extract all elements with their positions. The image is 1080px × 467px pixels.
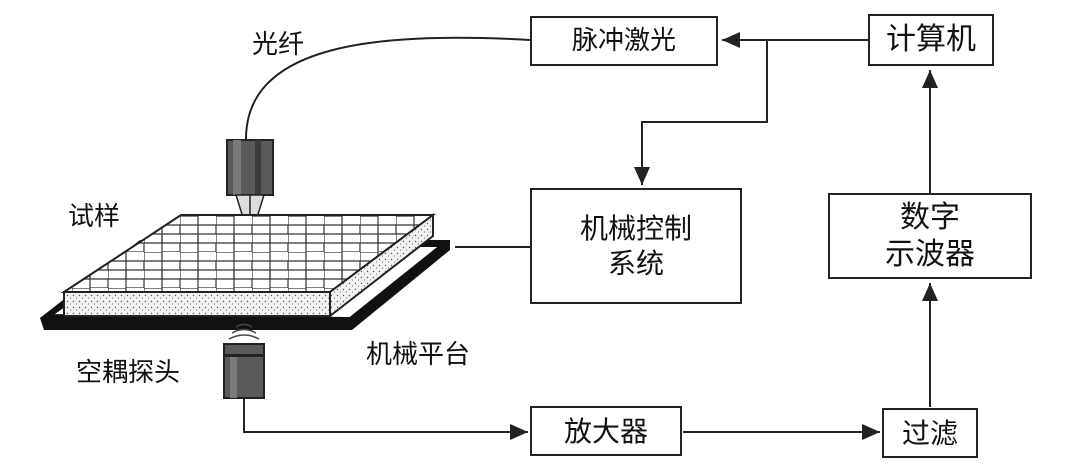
pulse-laser-box: 脉冲激光 bbox=[530, 16, 718, 66]
mech-control-line1: 机械控制 bbox=[579, 212, 692, 245]
arrow-to-mech-control bbox=[634, 40, 768, 185]
fiber-label: 光纤 bbox=[252, 30, 305, 60]
amplifier-box: 放大器 bbox=[530, 406, 682, 456]
oscilloscope-line1: 数字 bbox=[900, 199, 960, 235]
optical-fiber bbox=[244, 36, 531, 141]
filter-label: 过滤 bbox=[901, 416, 958, 450]
mech-control-line2: 系统 bbox=[607, 247, 664, 280]
filter-box: 过滤 bbox=[882, 408, 978, 458]
mechanical-control-system-box: 机械控制 系统 bbox=[530, 188, 742, 304]
amplifier-label: 放大器 bbox=[563, 414, 648, 448]
pulse-laser-label: 脉冲激光 bbox=[571, 25, 676, 56]
computer-label: 计算机 bbox=[886, 22, 976, 58]
arrow-probe-to-amplifier bbox=[243, 398, 528, 440]
sample-label: 试样 bbox=[68, 202, 121, 232]
mechanical-platform-label: 机械平台 bbox=[366, 340, 471, 370]
computer-box: 计算机 bbox=[868, 14, 994, 66]
sample-slab bbox=[60, 213, 437, 319]
air-coupled-probe bbox=[223, 323, 265, 399]
digital-oscilloscope-box: 数字 示波器 bbox=[828, 193, 1032, 279]
oscilloscope-line2: 示波器 bbox=[885, 237, 975, 272]
air-probe-label: 空耦探头 bbox=[76, 358, 181, 388]
